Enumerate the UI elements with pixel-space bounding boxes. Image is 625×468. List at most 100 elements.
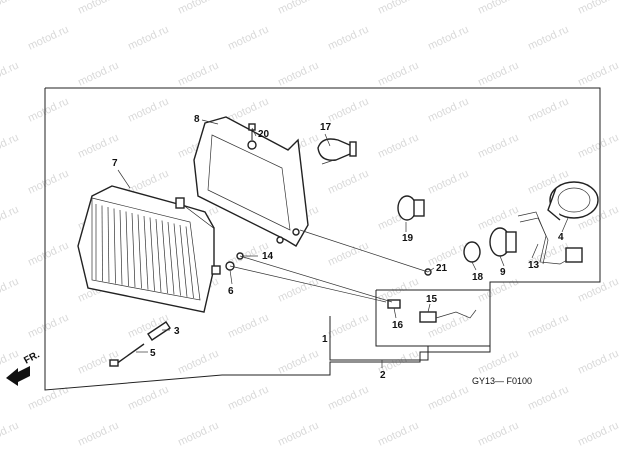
watermark-text: motod.ru bbox=[476, 59, 520, 88]
bulb-17 bbox=[317, 138, 357, 165]
leader-line bbox=[324, 133, 331, 147]
lens-stripe bbox=[143, 215, 149, 290]
leader-lines bbox=[117, 119, 569, 368]
leader-line bbox=[117, 169, 131, 189]
lens-stripe bbox=[149, 217, 155, 291]
leader-line bbox=[561, 217, 569, 233]
harness-13 bbox=[517, 211, 583, 265]
watermark-text: motod.ru bbox=[0, 131, 21, 160]
watermark-text: motod.ru bbox=[426, 383, 470, 412]
watermark-text: motod.ru bbox=[576, 347, 620, 376]
callout-19: 19 bbox=[402, 233, 414, 244]
watermark-text: motod.ru bbox=[326, 95, 370, 124]
watermark-text: motod.ru bbox=[576, 419, 620, 448]
watermark-text: motod.ru bbox=[26, 311, 70, 340]
watermark-text: motod.ru bbox=[26, 383, 70, 412]
watermark-text: motod.ru bbox=[0, 203, 21, 232]
watermark-text: motod.ru bbox=[476, 0, 520, 17]
watermark-text: motod.ru bbox=[326, 239, 370, 268]
lens-stripe bbox=[113, 208, 116, 284]
watermark-text: motod.ru bbox=[0, 0, 21, 17]
watermark-text: motod.ru bbox=[426, 95, 470, 124]
watermark-text: motod.ru bbox=[526, 23, 570, 52]
callout-15: 15 bbox=[426, 294, 438, 305]
watermark-text: motod.ru bbox=[226, 311, 270, 340]
leader-line bbox=[201, 119, 219, 125]
lens-stripe bbox=[161, 220, 168, 294]
watermark-text: motod.ru bbox=[326, 311, 370, 340]
watermark-text: motod.ru bbox=[476, 419, 520, 448]
watermark-text: motod.ru bbox=[26, 23, 70, 52]
callout-1: 1 bbox=[322, 334, 328, 345]
lens-stripe bbox=[101, 205, 103, 282]
spring-3 bbox=[147, 321, 171, 341]
group-bracket bbox=[375, 289, 491, 347]
lens-stripe bbox=[119, 209, 123, 285]
callout-17: 17 bbox=[320, 122, 332, 133]
callout-20: 20 bbox=[258, 129, 270, 140]
watermark-text: motod.ru bbox=[26, 95, 70, 124]
dust-cover-4 bbox=[547, 181, 599, 221]
watermark-text: motod.ru bbox=[26, 239, 70, 268]
leader-line bbox=[499, 255, 505, 267]
watermark-text: motod.ru bbox=[526, 311, 570, 340]
lens-stripe bbox=[167, 221, 175, 295]
watermark-text: motod.ru bbox=[0, 275, 21, 304]
callout-5: 5 bbox=[150, 348, 156, 359]
leader-line bbox=[229, 269, 233, 285]
watermark-text: motod.ru bbox=[126, 383, 170, 412]
watermark-text: motod.ru bbox=[76, 0, 120, 17]
watermark-text: motod.ru bbox=[376, 131, 420, 160]
lens-stripe bbox=[185, 226, 194, 299]
watermark-text: motod.ru bbox=[476, 131, 520, 160]
adjust-screw-5 bbox=[109, 343, 145, 367]
headlight-case bbox=[193, 116, 309, 247]
leader-line bbox=[239, 255, 393, 303]
callout-16: 16 bbox=[392, 320, 404, 331]
leader-line bbox=[471, 261, 477, 271]
direction-label: FR. bbox=[22, 349, 42, 366]
watermark-text: motod.ru bbox=[376, 419, 420, 448]
callout-6: 6 bbox=[228, 286, 234, 297]
watermark-text: motod.ru bbox=[576, 0, 620, 17]
watermark-text: motod.ru bbox=[576, 131, 620, 160]
watermark-text: motod.ru bbox=[376, 59, 420, 88]
watermark-text: motod.ru bbox=[126, 23, 170, 52]
diagram-code: GY13— F0100 bbox=[472, 376, 532, 386]
watermark-text: motod.ru bbox=[276, 419, 320, 448]
watermark-text: motod.ru bbox=[226, 23, 270, 52]
watermark-text: motod.ru bbox=[76, 419, 120, 448]
callout-21: 21 bbox=[436, 263, 448, 274]
leader-line bbox=[427, 303, 431, 313]
watermark-text: motod.ru bbox=[276, 0, 320, 17]
lens-stripe bbox=[125, 211, 129, 287]
front-direction-arrow bbox=[6, 366, 30, 386]
leader-line bbox=[251, 127, 257, 137]
lens-stripe bbox=[173, 223, 181, 296]
bulb-19 bbox=[397, 195, 425, 221]
lens-stripe bbox=[137, 214, 142, 289]
lens-stripe bbox=[131, 212, 136, 288]
watermark-text: motod.ru bbox=[276, 59, 320, 88]
watermark-text: motod.ru bbox=[326, 383, 370, 412]
watermark-text: motod.ru bbox=[576, 275, 620, 304]
leader-line bbox=[299, 229, 429, 273]
callout-8: 8 bbox=[194, 114, 200, 125]
leader-line bbox=[393, 307, 397, 319]
watermark-text: motod.ru bbox=[376, 0, 420, 17]
watermark-text: motod.ru bbox=[426, 167, 470, 196]
watermark-text: motod.ru bbox=[326, 23, 370, 52]
callout-3: 3 bbox=[174, 326, 180, 337]
watermark-text: motod.ru bbox=[176, 419, 220, 448]
callout-13: 13 bbox=[528, 260, 540, 271]
socket-9 bbox=[489, 227, 517, 257]
callout-numbers: 7 8 20 17 19 4 9 13 18 14 21 6 15 16 3 1… bbox=[112, 114, 564, 381]
lens-stripe bbox=[107, 206, 110, 283]
watermark-text: motod.ru bbox=[526, 95, 570, 124]
watermark-text: motod.ru bbox=[576, 59, 620, 88]
watermark-text: motod.ru bbox=[226, 383, 270, 412]
watermark-text: motod.ru bbox=[176, 0, 220, 17]
group-bracket-lower bbox=[329, 316, 429, 361]
